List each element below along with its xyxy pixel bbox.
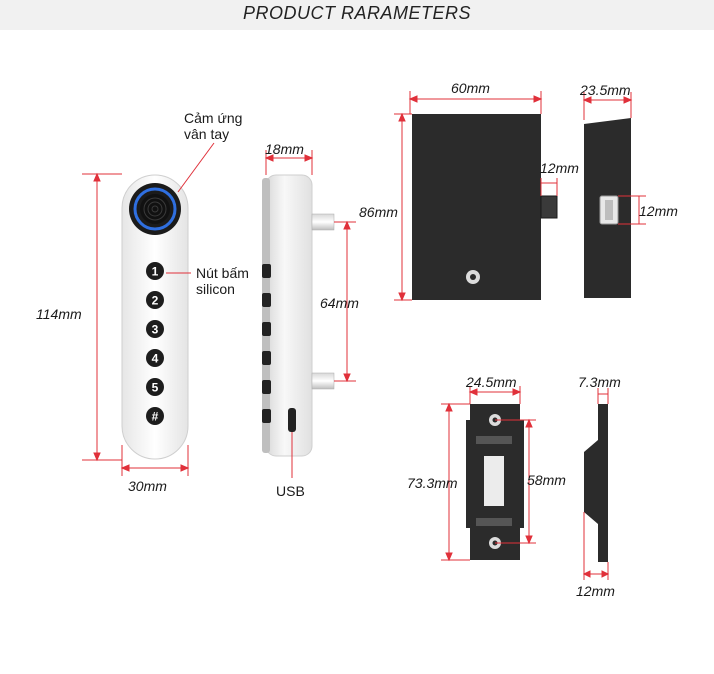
- key-hash[interactable]: #: [146, 407, 164, 425]
- dim-lock-width: [408, 91, 543, 114]
- key-4[interactable]: 4: [146, 349, 164, 367]
- header-bar: PRODUCT RARAMETERS: [0, 0, 714, 30]
- dim-keypad-height: [82, 172, 122, 462]
- page-title: PRODUCT RARAMETERS: [242, 3, 471, 23]
- key-5[interactable]: 5: [146, 378, 164, 396]
- lock-side-bolt-label: 12mm: [639, 203, 678, 219]
- dim-hole-spacing: [495, 418, 536, 545]
- dim-strike-depth: [582, 512, 610, 580]
- strike-plate-side: [582, 388, 610, 580]
- keypad-front: 1 2 3 4 5 #: [82, 142, 215, 476]
- button-note: Nút bấm silicon: [196, 265, 249, 297]
- svg-text:#: #: [152, 410, 159, 424]
- button-note-line1: Nút bấm: [196, 265, 249, 281]
- keypad-side: [262, 150, 356, 478]
- strike-height-label: 73.3mm: [407, 475, 458, 491]
- lock-width-label: 60mm: [451, 80, 490, 96]
- side-depth-label: 18mm: [265, 141, 304, 157]
- dim-side-depth: [264, 150, 314, 175]
- keypad-width-label: 30mm: [128, 478, 167, 494]
- keypad-height-label: 114mm: [36, 306, 82, 322]
- keypad-buttons: 1 2 3 4 5 #: [146, 262, 164, 425]
- lock-height-label: 86mm: [359, 204, 398, 220]
- dim-strike-thickness: [597, 388, 609, 404]
- key-2[interactable]: 2: [146, 291, 164, 309]
- svg-text:5: 5: [152, 381, 159, 395]
- side-buttons: [262, 264, 271, 423]
- dim-strike-height: [441, 402, 470, 562]
- svg-text:4: 4: [152, 352, 159, 366]
- strike-slot: [484, 456, 504, 506]
- lock-bolt: [540, 195, 558, 219]
- dim-side-bolt: [618, 195, 646, 225]
- strike-width-label: 24.5mm: [466, 374, 517, 390]
- key-3[interactable]: 3: [146, 320, 164, 338]
- hole-spacing-label: 58mm: [527, 472, 566, 488]
- fingerprint-note-line1: Cảm ứng: [184, 110, 243, 126]
- strike-plate-front: [441, 386, 536, 562]
- lock-body-side: [582, 92, 646, 298]
- key-1[interactable]: 1: [146, 262, 164, 280]
- lock-depth-label: 23.5mm: [580, 82, 631, 98]
- keypad-body: [121, 174, 189, 460]
- lock-bolt-label: 12mm: [540, 160, 579, 176]
- button-note-line2: silicon: [196, 281, 235, 297]
- fingerprint-note-line2: vân tay: [184, 126, 230, 142]
- svg-text:3: 3: [152, 323, 159, 337]
- dim-lock-depth: [582, 92, 633, 120]
- dim-post-spacing: [334, 220, 356, 383]
- strike-side-body: [584, 404, 608, 562]
- strike-depth-label: 12mm: [576, 583, 615, 599]
- dim-keypad-width: [120, 445, 190, 476]
- fingerprint-leader: [177, 142, 215, 193]
- strike-thickness-label: 7.3mm: [578, 374, 621, 390]
- mount-posts: [311, 213, 335, 390]
- lock-body-front: [394, 91, 558, 302]
- lock-body-plate: [412, 114, 541, 300]
- svg-text:1: 1: [152, 265, 159, 279]
- dim-bolt: [540, 178, 558, 196]
- usb-port: [288, 408, 296, 432]
- post-spacing-label: 64mm: [320, 295, 359, 311]
- dim-strike-width: [468, 386, 522, 404]
- usb-label: USB: [276, 483, 305, 499]
- fingerprint-note: Cảm ứng vân tay: [184, 110, 242, 142]
- fingerprint-sensor: [129, 183, 181, 235]
- svg-text:2: 2: [152, 294, 159, 308]
- dim-lock-height: [394, 112, 412, 302]
